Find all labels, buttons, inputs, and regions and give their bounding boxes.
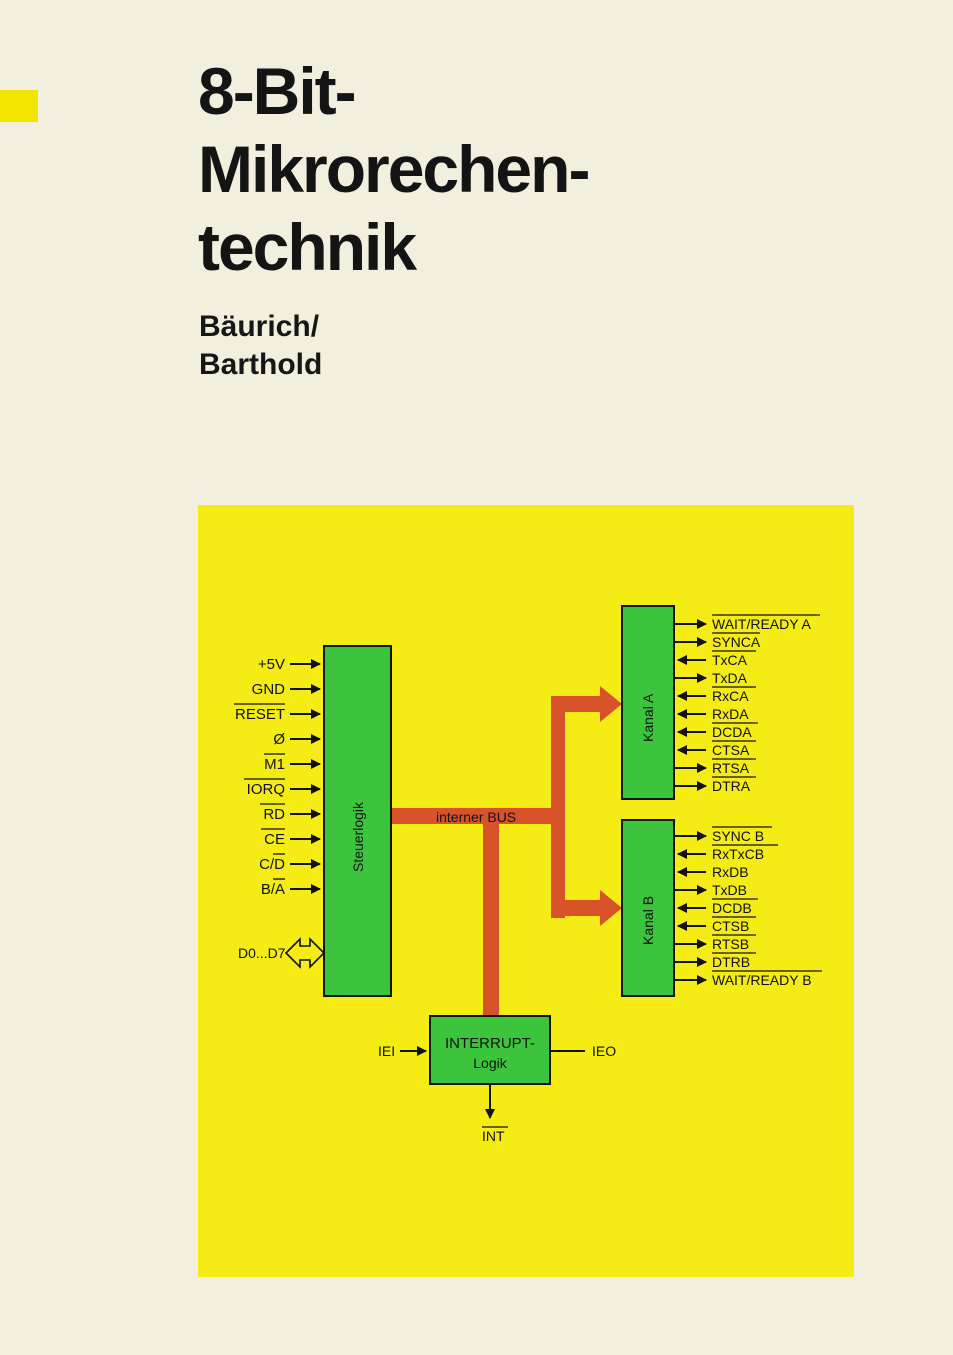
pin-clock: Ø bbox=[273, 731, 285, 748]
title-line-1: 8-Bit- bbox=[198, 54, 357, 128]
pin-dtrb: DTRB bbox=[712, 954, 750, 970]
pin-iorq: IORQ bbox=[247, 781, 285, 798]
pin-gnd: GND bbox=[252, 681, 286, 698]
pin-rxdb: RxDB bbox=[712, 864, 749, 880]
pin-rd: RD bbox=[263, 806, 285, 823]
pin-data: D0...D7 bbox=[238, 945, 286, 961]
kanal-b-pin-group: SYNC B RxTxCB RxDB TxDB DCDB CTSB RTSB D… bbox=[674, 826, 822, 988]
pin-rtsa: RTSA bbox=[712, 760, 750, 776]
steuerlogik-block bbox=[323, 645, 392, 997]
steuerlogik-label: Steuerlogik bbox=[350, 801, 366, 872]
pin-dcdb: DCDB bbox=[712, 900, 752, 916]
pin-iei: IEI bbox=[378, 1043, 395, 1059]
pin-wait-ready-a: WAIT/READY A bbox=[712, 616, 811, 632]
pin-synca: SYNCA bbox=[712, 634, 761, 650]
pin-m1: M1 bbox=[264, 756, 285, 773]
pin-txdb: TxDB bbox=[712, 882, 747, 898]
pin-dtra: DTRA bbox=[712, 778, 751, 794]
kanal-a-pin-group: WAIT/READY A SYNCA TxCA TxDA RxCA RxDA D… bbox=[674, 614, 820, 794]
yellow-tab-mark bbox=[0, 90, 38, 122]
pin-ieo: IEO bbox=[592, 1043, 616, 1059]
interrupt-block bbox=[429, 1015, 551, 1085]
pin-ctsa: CTSA bbox=[712, 742, 750, 758]
kanal-b-label: Kanal B bbox=[640, 896, 656, 945]
pin-wait-ready-b: WAIT/READY B bbox=[712, 972, 812, 988]
interrupt-label-1: INTERRUPT- bbox=[445, 1035, 535, 1052]
pin-dcda: DCDA bbox=[712, 724, 752, 740]
book-title: 8-Bit- Mikrorechen- technik bbox=[198, 52, 590, 286]
pin-ce: CE bbox=[264, 831, 285, 848]
interrupt-label-2: Logik bbox=[473, 1055, 507, 1071]
bus-label: interner BUS bbox=[436, 809, 516, 825]
book-authors: Bäurich/ Barthold bbox=[199, 308, 322, 384]
pin-txda: TxDA bbox=[712, 670, 748, 686]
pin-rxda: RxDA bbox=[712, 706, 749, 722]
diagram-panel bbox=[198, 505, 854, 1277]
pin-syncb: SYNC B bbox=[712, 828, 764, 844]
pin-ctsb: CTSB bbox=[712, 918, 749, 934]
pin-rtsb: RTSB bbox=[712, 936, 749, 952]
pin-ba: B/A bbox=[261, 881, 285, 898]
kanal-b-block bbox=[621, 819, 675, 997]
pin-int: INT bbox=[482, 1128, 505, 1144]
author-line-1: Bäurich/ bbox=[199, 310, 320, 343]
author-line-2: Barthold bbox=[199, 348, 323, 381]
kanal-a-label: Kanal A bbox=[640, 693, 656, 742]
pin-txca: TxCA bbox=[712, 652, 748, 668]
pin-cd: C/D bbox=[259, 856, 285, 873]
internal-bus bbox=[391, 686, 622, 1016]
left-pin-group: +5V GND RESET Ø M1 IORQ RD CE C/D B/A bbox=[234, 656, 321, 898]
pin-reset: RESET bbox=[235, 706, 285, 723]
pin-5v: +5V bbox=[258, 656, 285, 673]
pin-rxca: RxCA bbox=[712, 688, 749, 704]
pin-rxtxcb: RxTxCB bbox=[712, 846, 764, 862]
title-line-2: Mikrorechen- bbox=[198, 132, 590, 206]
data-bus-arrow bbox=[284, 937, 326, 969]
title-line-3: technik bbox=[198, 210, 417, 284]
kanal-a-block bbox=[621, 605, 675, 800]
